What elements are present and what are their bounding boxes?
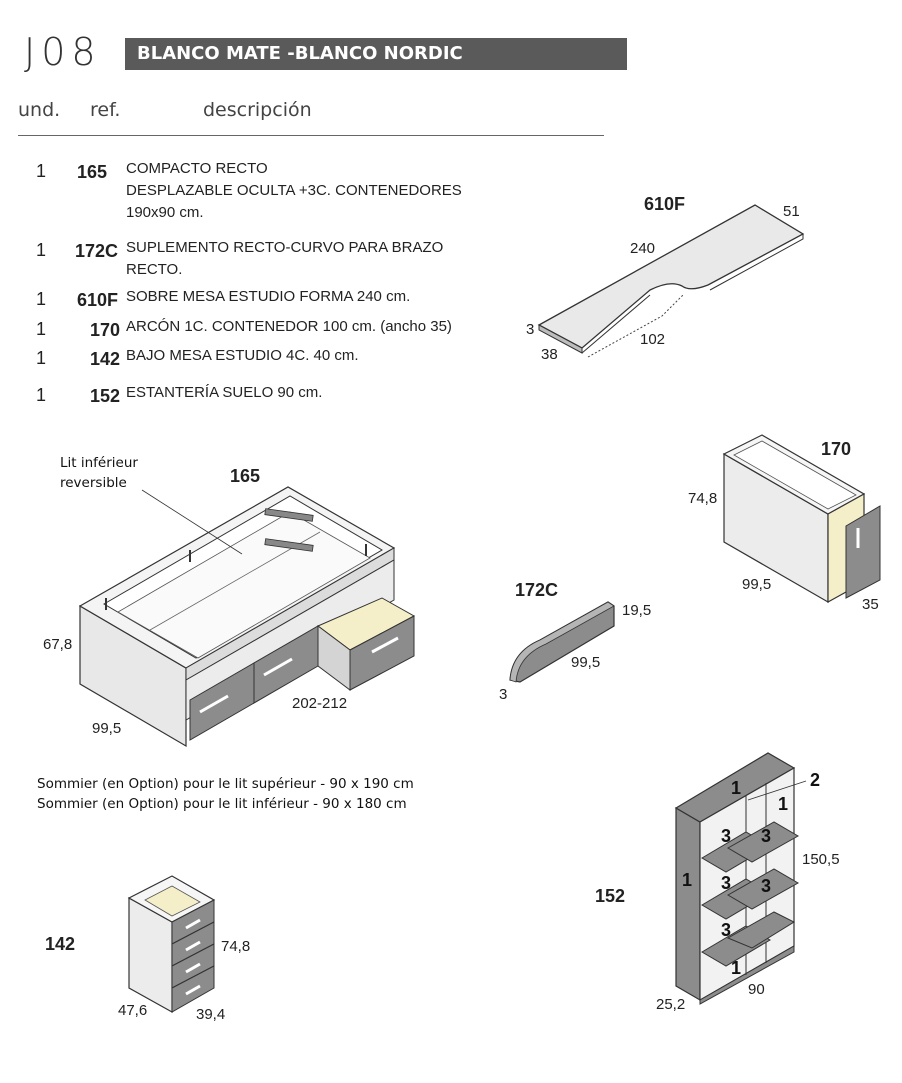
dim-152-252: 25,2 [656,996,686,1013]
dim-165-995: 99,5 [92,720,122,737]
item-qty: 1 [36,161,47,181]
item-qty: 1 [36,385,47,405]
item-ref: 142 [89,349,120,369]
document-code: J08 [24,30,102,74]
dim-142-748: 74,8 [221,938,251,955]
item-desc: BAJO MESA ESTUDIO 4C. 40 cm. [126,347,359,364]
shelf-count-3e: 3 [721,920,732,940]
shelf-count-3b: 3 [761,826,772,846]
dim-170-995: 99,5 [742,576,772,593]
dim-142-476: 47,6 [118,1002,148,1019]
dim-610f-51: 51 [783,203,800,220]
dim-172c-3: 3 [499,686,508,703]
dim-610f-38: 38 [541,346,558,363]
header-divider [18,135,604,136]
item-ref: 172C [74,241,118,261]
dim-152-90: 90 [748,981,765,998]
drawing-165-label: 165 [230,466,261,486]
item-qty: 1 [36,289,47,309]
drawing-170-label: 170 [821,439,852,459]
shelf-count-3c: 3 [721,873,732,893]
dim-142-394: 39,4 [196,1006,226,1023]
document-title: BLANCO MATE -BLANCO NORDIC [125,38,627,70]
drawing-172c-label: 172C [515,580,559,600]
column-header-und: und. [18,99,61,121]
dim-165-202: 202-212 [292,695,348,712]
item-ref: 170 [89,320,120,340]
dim-165-678: 67,8 [43,636,73,653]
drawing-152-label: 152 [595,886,626,906]
drawing-610f-label: 610F [644,194,686,214]
item-desc: ARCÓN 1C. CONTENEDOR 100 cm. (ancho 35) [126,318,452,335]
item-qty: 1 [36,240,47,260]
dim-172c-995: 99,5 [571,654,601,671]
item-desc: SOBRE MESA ESTUDIO FORMA 240 cm. [126,288,411,305]
dim-172c-195: 19,5 [622,602,652,619]
shelf-count-top: 1 [731,778,742,798]
item-qty: 1 [36,319,47,339]
shelf-count-bottom: 1 [731,958,742,978]
shelf-count-3d: 3 [761,876,772,896]
shelf-count-right: 1 [778,794,789,814]
drawing-142-label: 142 [45,934,76,954]
sommier-notes: Sommier (en Option) pour le lit supérieu… [37,776,414,812]
shelf-count-3a: 3 [721,826,732,846]
item-ref: 165 [76,162,107,182]
dim-610f-3: 3 [526,321,535,338]
item-desc: ESTANTERÍA SUELO 90 cm. [126,384,323,401]
item-qty: 1 [36,348,47,368]
dim-610f-240: 240 [630,240,656,257]
dim-610f-102: 102 [640,331,666,348]
dim-170-748: 74,8 [688,490,718,507]
dim-152-1505: 150,5 [802,851,840,868]
dim-170-35: 35 [862,596,879,613]
item-ref: 610F [76,290,118,310]
column-header-descripcion: descripción [203,99,312,121]
column-header-ref: ref. [90,99,121,121]
item-ref: 152 [89,386,120,406]
shelf-count-2: 2 [810,770,821,790]
shelf-count-left-side: 1 [682,870,693,890]
